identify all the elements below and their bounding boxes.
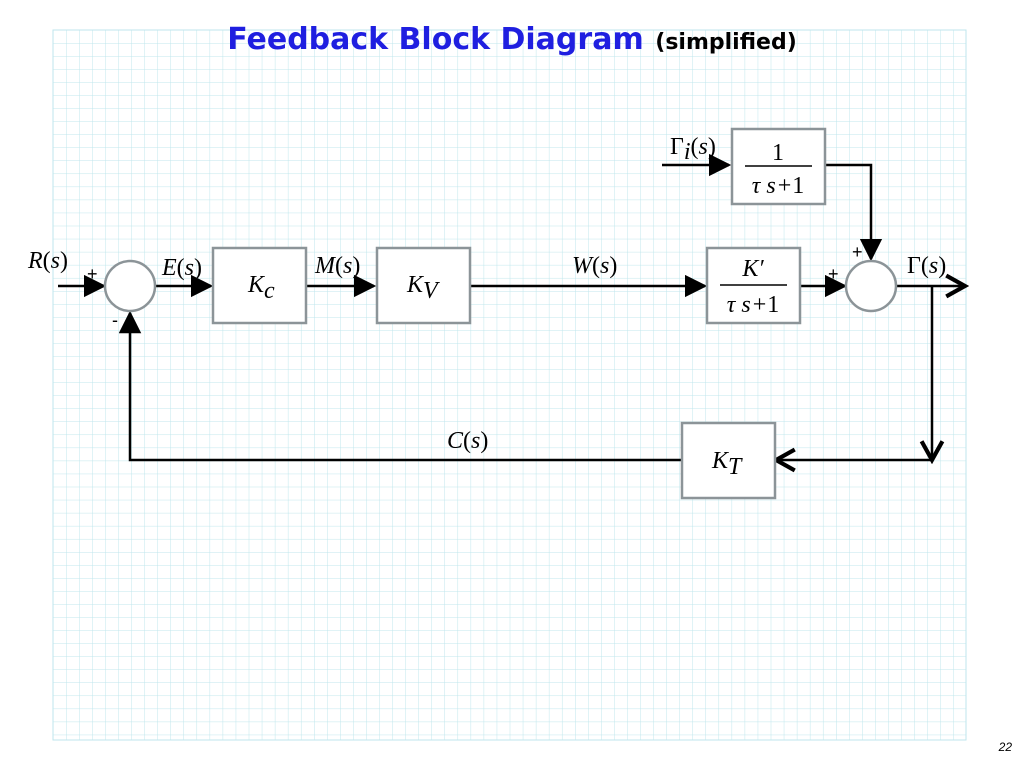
grid-background xyxy=(52,29,967,741)
signal-r-label: R(s) xyxy=(27,248,68,274)
block-kv xyxy=(375,246,472,325)
disturbance-tf-numerator: 1 xyxy=(772,140,784,166)
line-disturbance-to-sum2 xyxy=(825,163,883,262)
block-kv-label: KV xyxy=(406,272,440,304)
sum2-plus-left-sign: + xyxy=(828,264,839,284)
summing-junction-2 xyxy=(844,259,898,313)
title-main: Feedback Block Diagram xyxy=(227,22,644,57)
signal-m-label: M(s) xyxy=(314,253,360,279)
signal-c-label: C(s) xyxy=(447,428,488,454)
block-kt xyxy=(680,421,777,500)
process-tf-numerator: K′ xyxy=(741,256,764,282)
title-sub: (simplified) xyxy=(655,30,797,55)
slide-title: Feedback Block Diagram (simplified) xyxy=(0,22,1024,57)
signal-w-label: W(s) xyxy=(572,253,617,279)
line-kt-to-sum1 xyxy=(118,310,682,462)
sum1-minus-sign: - xyxy=(112,310,118,330)
block-kt-label: KT xyxy=(711,448,743,480)
signal-e-label: E(s) xyxy=(161,255,202,281)
sum2-plus-top-sign: + xyxy=(852,242,863,262)
signal-gamma-label: Γ(s) xyxy=(907,253,946,279)
summing-junction-1 xyxy=(103,259,157,313)
signal-gamma-i-label: Γi(s) xyxy=(670,134,716,165)
sum1-plus-sign: + xyxy=(87,264,98,284)
block-kc-label: Kc xyxy=(247,272,275,304)
block-kc xyxy=(211,246,308,325)
page-number: 22 xyxy=(998,740,1012,754)
